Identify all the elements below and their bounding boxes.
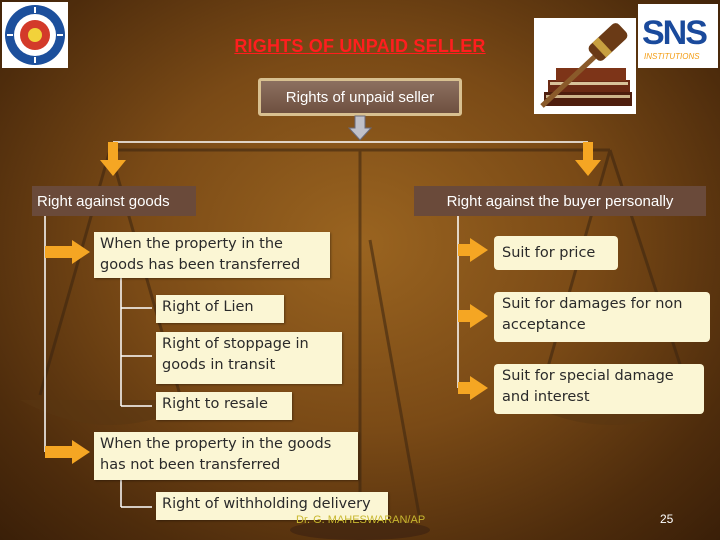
- scale-pan-left: [20, 400, 200, 425]
- scale-base: [290, 520, 430, 540]
- node-resale-label: Right to resale: [162, 396, 268, 412]
- left-header-node: Right against goods: [32, 186, 196, 216]
- sns-logo-subtext: INSTITUTIONS: [644, 52, 700, 61]
- right-branch-arrow: [575, 142, 601, 176]
- college-seal-logo: [2, 2, 68, 68]
- arrow-damages: [458, 304, 488, 328]
- arrow-not-transferred: [45, 440, 90, 464]
- scale-string-mid: [368, 239, 422, 521]
- gavel-books-image: [534, 18, 636, 114]
- node-damages-label: Suit for damages for non acceptance: [502, 296, 683, 333]
- node-not-transferred-label: When the property in the goods has not b…: [100, 436, 332, 473]
- node-transferred-label: When the property in the goods has been …: [100, 236, 301, 273]
- node-special: Suit for special damage and interest: [494, 364, 704, 414]
- right-header-label: Right against the buyer personally: [446, 192, 674, 210]
- node-damages: Suit for damages for non acceptance: [494, 292, 710, 342]
- node-special-label: Suit for special damage and interest: [502, 368, 674, 405]
- node-not-transferred: When the property in the goods has not b…: [94, 432, 358, 480]
- root-down-arrow: [347, 115, 373, 141]
- node-withholding: Right of withholding delivery: [156, 492, 388, 520]
- left-branch-arrow: [100, 142, 126, 176]
- root-node: Rights of unpaid seller: [258, 78, 462, 116]
- footer-author: Dr. G. MAHESWARAN/AP: [296, 514, 426, 526]
- node-stoppage-label: Right of stoppage in goods in transit: [162, 336, 309, 373]
- page-number: 25: [660, 512, 674, 526]
- right-header-node: Right against the buyer personally: [414, 186, 706, 216]
- node-lien-label: Right of Lien: [162, 299, 254, 315]
- node-stoppage: Right of stoppage in goods in transit: [156, 332, 342, 384]
- node-price-label: Suit for price: [502, 244, 596, 261]
- node-price: Suit for price: [494, 236, 618, 270]
- sns-logo-text: SNS: [642, 14, 708, 52]
- arrow-special: [458, 376, 488, 400]
- slide-title: RIGHTS OF UNPAID SELLER: [234, 36, 486, 56]
- node-withholding-label: Right of withholding delivery: [162, 496, 371, 512]
- sns-logo: SNS INSTITUTIONS: [638, 4, 718, 68]
- arrow-price: [458, 238, 488, 262]
- node-lien: Right of Lien: [156, 295, 284, 323]
- arrow-transferred: [45, 240, 90, 264]
- node-resale: Right to resale: [156, 392, 292, 420]
- root-node-label: Rights of unpaid seller: [285, 88, 435, 106]
- node-transferred: When the property in the goods has been …: [94, 232, 330, 278]
- left-header-label: Right against goods: [37, 192, 170, 210]
